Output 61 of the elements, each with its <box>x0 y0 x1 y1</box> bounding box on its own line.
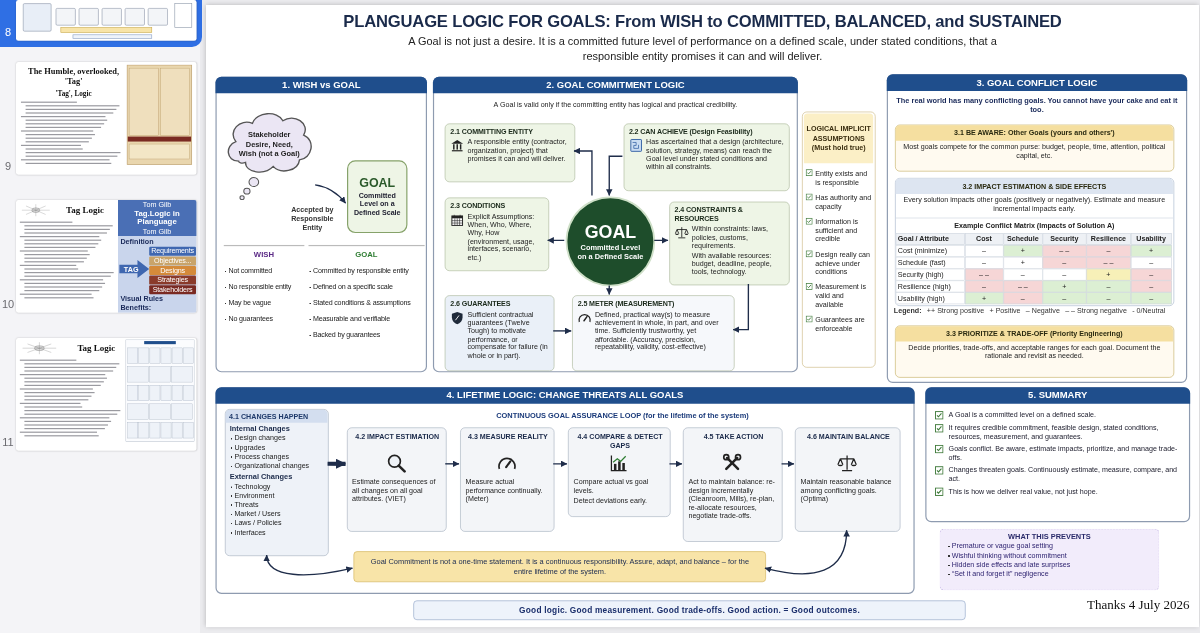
assumptions-panel <box>802 111 876 368</box>
slide-thumbnail <box>16 200 197 313</box>
subtitle: A Goal is not just a desire. It is a committed future level of performance on a defined scale, under stated conditions, that a responsible entity promises it can and will deliver. <box>407 34 998 64</box>
section-header: 1. WISH vs GOAL <box>215 76 428 94</box>
slide-number: 10 <box>0 297 16 310</box>
arrow <box>732 283 750 333</box>
arrow <box>552 460 568 468</box>
section-panel <box>215 76 428 373</box>
arrow <box>606 155 624 197</box>
arrow <box>552 327 572 335</box>
arrow <box>264 554 354 576</box>
warning-card <box>939 529 1160 591</box>
slide-title: The Humble, overlooked, 'Tag' <box>27 66 121 87</box>
info-card <box>445 295 555 372</box>
slide-title: Tag Logic <box>65 204 105 216</box>
changes-card <box>224 408 329 557</box>
info-card <box>894 178 1175 306</box>
slide-thumbnail <box>16 338 197 451</box>
section-panel <box>432 76 799 373</box>
card-title: GOAL <box>359 175 396 190</box>
section-panel <box>215 386 915 595</box>
step-card <box>346 427 447 532</box>
step-card <box>460 427 555 532</box>
info-card <box>894 124 1175 172</box>
arrow <box>668 460 683 468</box>
info-card <box>669 201 790 286</box>
slide-number: 8 <box>3 25 13 38</box>
info-card <box>894 325 1175 378</box>
arrow <box>780 460 795 468</box>
slide-number: 11 <box>1 435 15 448</box>
arrow <box>606 284 613 296</box>
arrow <box>653 237 669 244</box>
slide-number: 9 <box>3 159 13 172</box>
section-panel <box>886 74 1188 383</box>
slide-title: Tag Logic <box>76 342 117 354</box>
credit-text: Thanks 4 July 2026 <box>1086 597 1190 613</box>
section-header: 3. GOAL CONFLICT LOGIC <box>886 74 1188 91</box>
arrow <box>764 529 850 575</box>
info-card <box>445 197 549 271</box>
section-header: 2. GOAL COMMITMENT LOGIC <box>432 76 799 94</box>
arrow <box>327 458 347 469</box>
motto-banner <box>413 600 966 621</box>
arrow <box>573 147 593 197</box>
step-card <box>795 427 901 532</box>
note-banner <box>353 551 767 583</box>
info-card <box>572 295 735 372</box>
goal-card <box>346 160 408 233</box>
section-panel <box>925 386 1190 523</box>
info-card <box>445 123 576 183</box>
section-header: 5. SUMMARY <box>925 386 1190 404</box>
arrow <box>444 460 460 468</box>
info-card <box>623 123 790 192</box>
section-header: 4. LIFETIME LOGIC: CHANGE THREATS ALL GOALS <box>215 386 915 404</box>
step-card <box>683 427 783 542</box>
slide-thumbnail <box>16 62 197 175</box>
arrow <box>547 237 565 244</box>
step-card <box>568 427 671 518</box>
arrow <box>314 184 347 204</box>
diagram-title: PLANGUAGE LOGIC FOR GOALS: From WISH to COMMITTED, BALANCED, and SUSTAINED <box>342 12 1063 32</box>
motto-text: Good logic. Good measurement. Good trade-offs. Good action. = Good outcomes. <box>519 605 860 616</box>
card-title: GOAL <box>584 221 637 242</box>
